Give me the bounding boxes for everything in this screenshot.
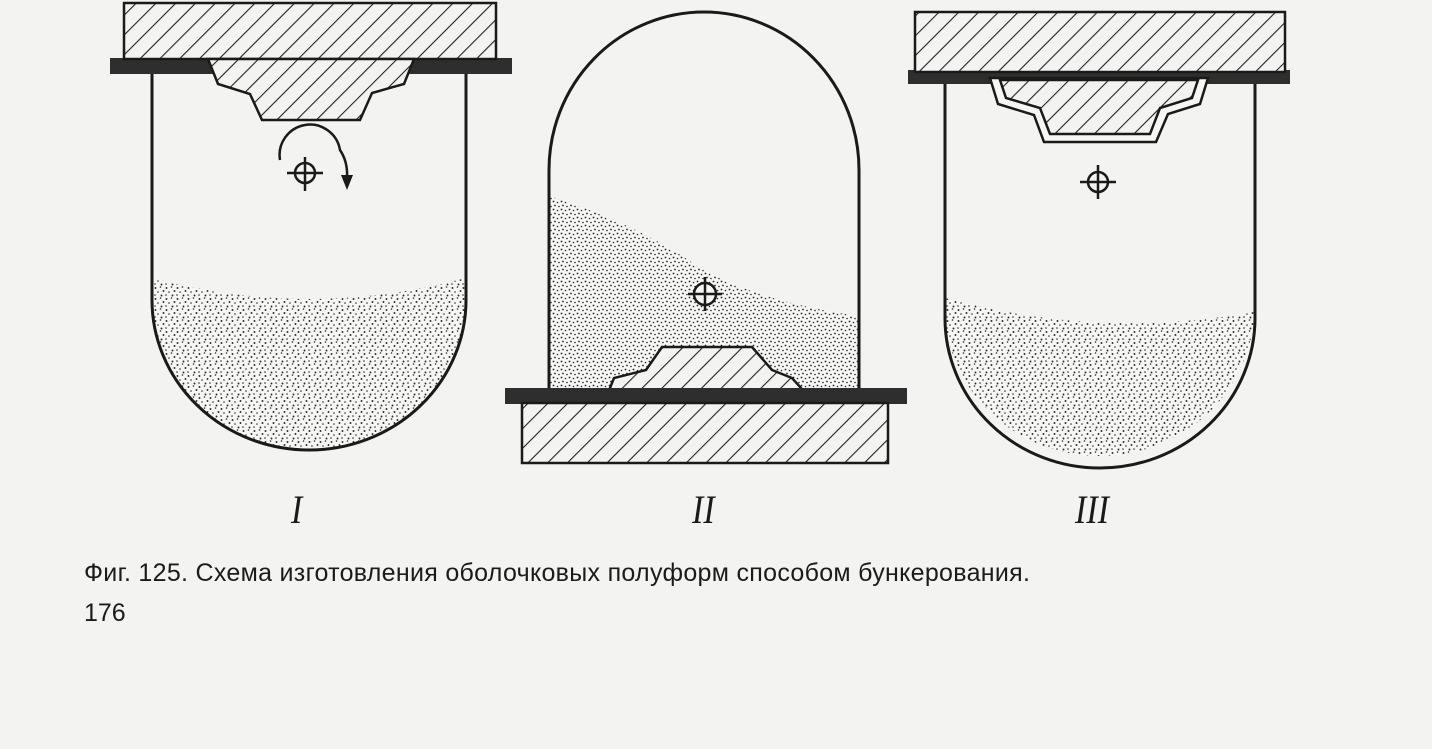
- stage-2-flange: [505, 388, 907, 404]
- stage-3-pivot-icon: [1080, 165, 1116, 199]
- stage-1-hopper: [110, 1, 512, 452]
- stage-2-pattern-plate: [520, 401, 890, 465]
- stage-1-pivot-icon: [287, 157, 323, 191]
- stage-3-pattern: [998, 78, 1200, 136]
- stage-3-pattern-plate: [913, 10, 1287, 74]
- page-number: 176: [84, 599, 126, 627]
- stage-2-label: II: [691, 487, 715, 532]
- stage-1-rotation-arrow-icon: [278, 123, 353, 190]
- stage-3-hopper-walls: [943, 80, 1257, 470]
- stage-3-hopper: [908, 10, 1290, 470]
- stage-2-pivot-icon: [688, 277, 722, 311]
- stage-2-hopper: [505, 10, 907, 465]
- stage-2-hopper-walls: [547, 10, 861, 398]
- figure-caption: Фиг. 125. Схема изготовления оболочковых…: [84, 559, 1031, 587]
- stage-1-sand: [152, 278, 466, 450]
- stage-3-sand: [945, 298, 1254, 456]
- stage-3-label: III: [1074, 487, 1109, 532]
- stage-1-label: I: [290, 487, 303, 532]
- stage-1-pattern: [206, 57, 416, 122]
- stage-1-pattern-plate: [122, 1, 498, 61]
- stage-1-hopper-walls: [150, 62, 468, 452]
